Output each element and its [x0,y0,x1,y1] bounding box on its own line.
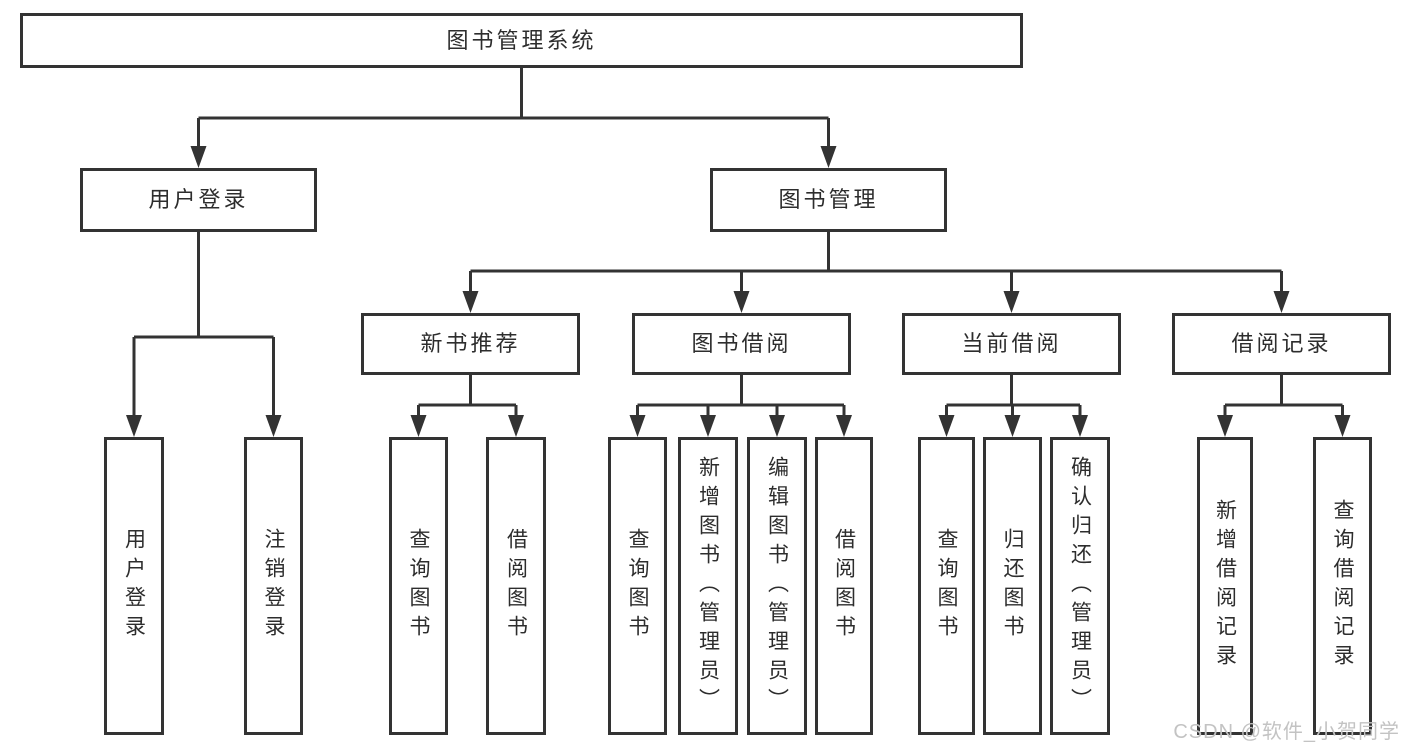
node-new-book-recommendation: 新书推荐 [361,313,580,375]
connector-current-borrowing-to-leaves [938,375,1088,437]
leaf-records-add-record: 新增借阅记录 [1197,437,1253,735]
leaf-user-login: 用户登录 [104,437,164,735]
leaf-borrowing-add-books-admin: 新增图书（管理员） [678,437,738,735]
connector-user-login-to-leaves [126,232,282,437]
node-book-borrowing: 图书借阅 [632,313,851,375]
leaf-records-query-record: 查询借阅记录 [1313,437,1372,735]
watermark-csdn: CSDN @软件_小贺同学 [1173,721,1400,743]
leaf-current-return-books: 归还图书 [983,437,1042,735]
leaf-borrowing-query-books: 查询图书 [608,437,667,735]
connector-book-management-to-level3 [462,232,1290,313]
leaf-newrec-borrow-books: 借阅图书 [486,437,546,735]
leaf-logout: 注销登录 [244,437,303,735]
node-book-management: 图书管理 [710,168,947,232]
connector-book-borrowing-to-leaves [629,375,852,437]
connector-new-book-rec-to-leaves [410,375,524,437]
node-current-borrowing: 当前借阅 [902,313,1121,375]
node-user-login: 用户登录 [80,168,317,232]
connector-borrowing-records-to-leaves [1217,375,1351,437]
leaf-borrowing-edit-books-admin: 编辑图书（管理员） [747,437,807,735]
leaf-borrowing-borrow-books: 借阅图书 [815,437,873,735]
node-borrowing-records: 借阅记录 [1172,313,1391,375]
leaf-newrec-query-books: 查询图书 [389,437,448,735]
leaf-current-confirm-return-admin: 确认归还（管理员） [1050,437,1110,735]
connector-root-to-level2 [190,68,837,168]
leaf-current-query-books: 查询图书 [918,437,975,735]
node-library-management-system: 图书管理系统 [20,13,1023,68]
